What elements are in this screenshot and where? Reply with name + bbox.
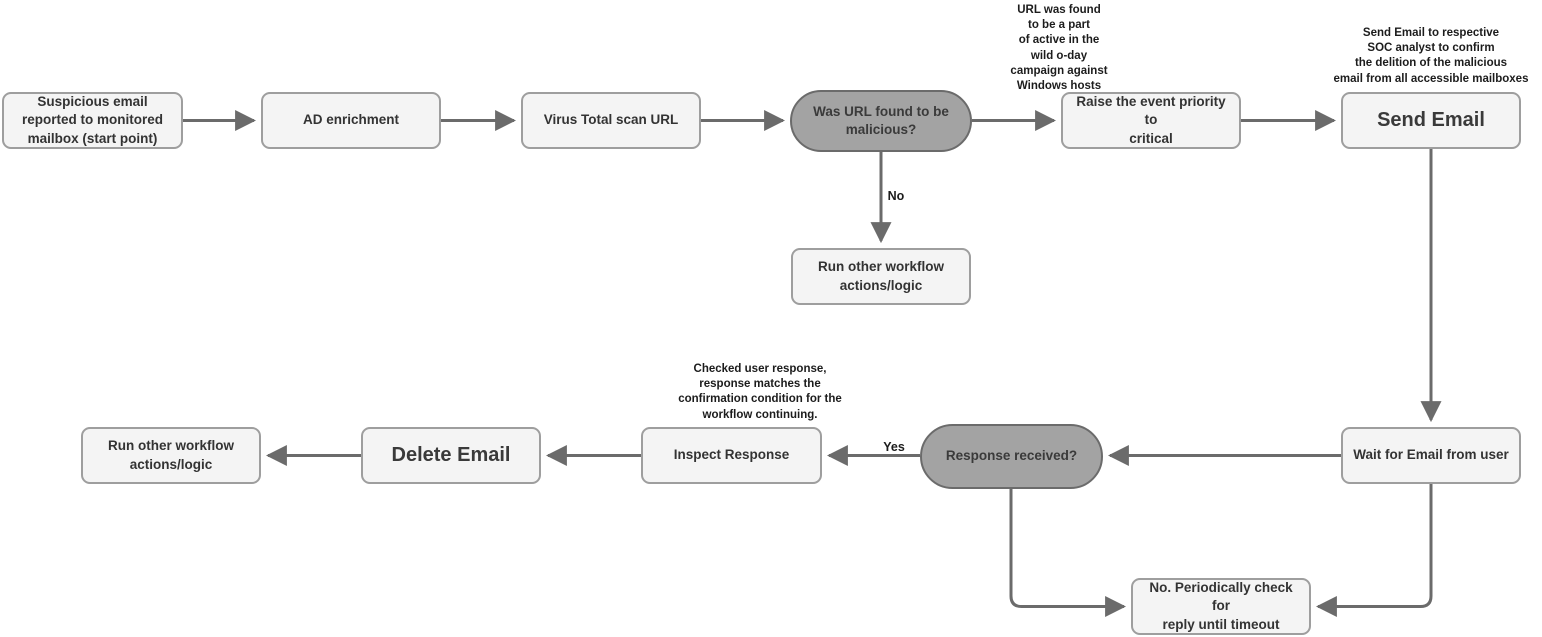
node-ad-enrichment-label: AD enrichment bbox=[302, 112, 400, 128]
node-send-email-label: Send Email bbox=[1377, 109, 1485, 131]
node-periodic-check[interactable]: No. Periodically check for reply until t… bbox=[1131, 578, 1311, 635]
node-inspect-response[interactable]: Inspect Response bbox=[641, 427, 822, 484]
node-virus-total-scan-label: Virus Total scan URL bbox=[543, 112, 679, 128]
node-raise-priority-label: Raise the event priority to critical bbox=[1076, 94, 1226, 146]
node-response-received-decision[interactable]: Response received? bbox=[920, 424, 1103, 489]
node-response-received-decision-label: Response received? bbox=[945, 448, 1078, 464]
node-url-malicious-decision-label: Was URL found to be malicious? bbox=[813, 103, 949, 137]
node-delete-email-label: Delete Email bbox=[391, 444, 511, 466]
edge-label-yes-branch-response: Yes bbox=[883, 440, 905, 454]
node-run-other-workflow-bottom-label: Run other workflow actions/logic bbox=[108, 438, 234, 472]
node-wait-for-email[interactable]: Wait for Email from user bbox=[1341, 427, 1521, 484]
edge-label-send-email-note: Send Email to respective SOC analyst to … bbox=[1333, 27, 1529, 85]
node-run-other-workflow-bottom[interactable]: Run other workflow actions/logic bbox=[81, 427, 261, 484]
edge-label-no-branch-url: No bbox=[887, 189, 905, 203]
node-run-other-workflow-top-label: Run other workflow actions/logic bbox=[818, 259, 944, 293]
edge-label-url-campaign-note: URL was found to be a part of active in … bbox=[1010, 4, 1108, 92]
node-virus-total-scan[interactable]: Virus Total scan URL bbox=[521, 92, 701, 149]
node-ad-enrichment[interactable]: AD enrichment bbox=[261, 92, 441, 149]
edge-response-decision-to-periodic-check bbox=[1009, 489, 1127, 617]
node-start-label: Suspicious email reported to monitored m… bbox=[22, 94, 163, 146]
node-start[interactable]: Suspicious email reported to monitored m… bbox=[2, 92, 183, 149]
edge-wait-to-periodic-check bbox=[1315, 484, 1433, 617]
node-url-malicious-decision[interactable]: Was URL found to be malicious? bbox=[790, 90, 972, 152]
node-wait-for-email-label: Wait for Email from user bbox=[1353, 447, 1509, 463]
node-inspect-response-label: Inspect Response bbox=[673, 447, 790, 463]
node-periodic-check-label: No. Periodically check for reply until t… bbox=[1149, 580, 1293, 632]
edge-label-checked-user-response-note: Checked user response, response matches … bbox=[678, 363, 842, 421]
node-run-other-workflow-top[interactable]: Run other workflow actions/logic bbox=[791, 248, 971, 305]
node-send-email[interactable]: Send Email bbox=[1341, 92, 1521, 149]
node-delete-email[interactable]: Delete Email bbox=[361, 427, 541, 484]
node-raise-priority[interactable]: Raise the event priority to critical bbox=[1061, 92, 1241, 149]
